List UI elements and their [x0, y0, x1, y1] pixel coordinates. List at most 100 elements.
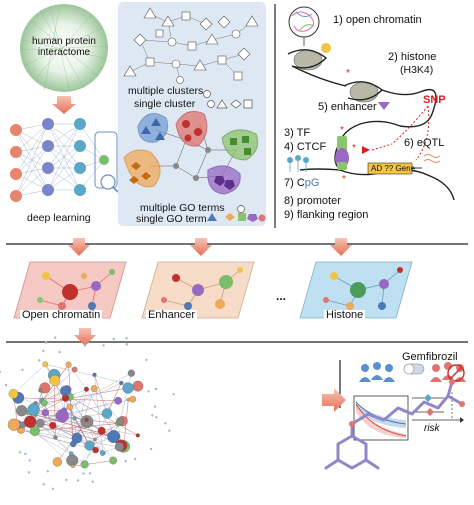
cpg-p: p [304, 177, 311, 189]
network-node [71, 464, 75, 469]
multiple-go-label: multiple GO terms [140, 202, 225, 214]
network-node [27, 403, 40, 416]
single-go-label: single GO term [136, 213, 207, 225]
panel-histone [299, 261, 413, 319]
network-edge [33, 382, 122, 425]
network-peripheral-node [4, 383, 8, 387]
histone-label: 2) histone [388, 51, 437, 63]
network-node [24, 415, 37, 428]
flanking-label: 9) flanking region [284, 209, 369, 221]
network-peripheral-node [154, 387, 158, 391]
interactome-globe [19, 4, 109, 93]
promoter-label: 8) promoter [284, 195, 341, 207]
network-node [99, 450, 106, 456]
network-peripheral-node [28, 459, 31, 462]
cluster-shape-legend [203, 90, 253, 109]
colored-cluster-network [123, 111, 259, 195]
network-node [114, 396, 122, 405]
arrow-down-icon [68, 238, 90, 256]
network-node [127, 369, 135, 377]
network-node [52, 457, 63, 467]
drug-name-label: Gemfibrozil [402, 351, 458, 363]
network-edge [13, 364, 46, 395]
cpg-prefix: 7) C [284, 177, 305, 189]
risk-label: risk [424, 423, 440, 434]
network-peripheral-node [0, 370, 2, 373]
open-chromatin-label: 1) open chromatin [333, 14, 422, 26]
network-peripheral-node [88, 472, 92, 475]
network-node [72, 416, 77, 421]
network-node [8, 389, 19, 399]
histone-panel-label: Histone [324, 309, 366, 321]
network-peripheral-node [83, 344, 87, 347]
network-node [84, 417, 89, 422]
network-node [119, 380, 124, 386]
network-node [69, 440, 77, 448]
network-peripheral-node [153, 405, 157, 408]
network-peripheral-node [42, 483, 45, 486]
network-edge [40, 372, 132, 424]
network-edge [94, 388, 121, 422]
network-node [49, 421, 57, 430]
network-node [132, 380, 144, 392]
network-node [35, 418, 45, 428]
network-node [66, 403, 74, 411]
network-node [42, 361, 49, 368]
network-node [90, 385, 98, 392]
network-node [71, 366, 78, 373]
network-node [101, 408, 113, 419]
network-node [38, 388, 43, 393]
network-edge [119, 373, 132, 422]
panel-open-chromatin [13, 261, 127, 319]
network-peripheral-node [124, 459, 127, 463]
network-node [84, 386, 89, 392]
network-peripheral-node [46, 470, 49, 473]
pill-icon [403, 363, 425, 375]
network-node [60, 385, 71, 396]
panel-enhancer [141, 261, 255, 319]
network-edge [17, 424, 72, 454]
network-peripheral-node [24, 452, 27, 456]
network-peripheral-node [27, 471, 31, 474]
open-chromatin-panel-label: Open chromatin [20, 309, 103, 321]
network-edge [33, 390, 66, 410]
network-edge [72, 460, 114, 467]
cpg-g: G [310, 177, 320, 189]
forest-plot [412, 392, 464, 423]
cpg-label: 7) CpG [284, 178, 319, 189]
svg-text:*: * [352, 143, 356, 154]
network-peripheral-node [65, 478, 68, 482]
eqtl-label: 6) eQTL [404, 137, 445, 149]
network-peripheral-node [112, 337, 115, 341]
network-edge [94, 374, 108, 414]
network-peripheral-node [44, 341, 48, 344]
network-peripheral-node [91, 480, 94, 483]
network-edge [84, 382, 122, 465]
enhancer-label: 5) enhancer [318, 101, 377, 113]
magnifier-icon [100, 174, 116, 190]
network-peripheral-node [151, 414, 154, 417]
network-node [122, 382, 134, 394]
hollow-shape-network [123, 7, 259, 84]
network-node [84, 440, 95, 451]
network-node [66, 454, 79, 467]
network-node [93, 437, 97, 442]
multiple-clusters-label: multiple clusters [128, 85, 204, 97]
arrow-right-icon [322, 388, 346, 412]
network-node [29, 425, 40, 436]
svg-text:*: * [346, 68, 350, 79]
network-peripheral-node [145, 358, 148, 362]
network-node [109, 456, 118, 465]
patient-groups [359, 362, 466, 382]
network-peripheral-node [58, 350, 61, 354]
network-node [65, 361, 72, 368]
network-peripheral-node [147, 390, 150, 393]
network-node [107, 430, 121, 444]
network-node [55, 409, 69, 423]
network-peripheral-node [51, 487, 55, 490]
network-peripheral-node [21, 368, 24, 371]
network-peripheral-node [54, 336, 57, 339]
prohibited-icon [447, 364, 465, 382]
svg-text:*: * [342, 174, 346, 185]
network-node [53, 435, 58, 440]
